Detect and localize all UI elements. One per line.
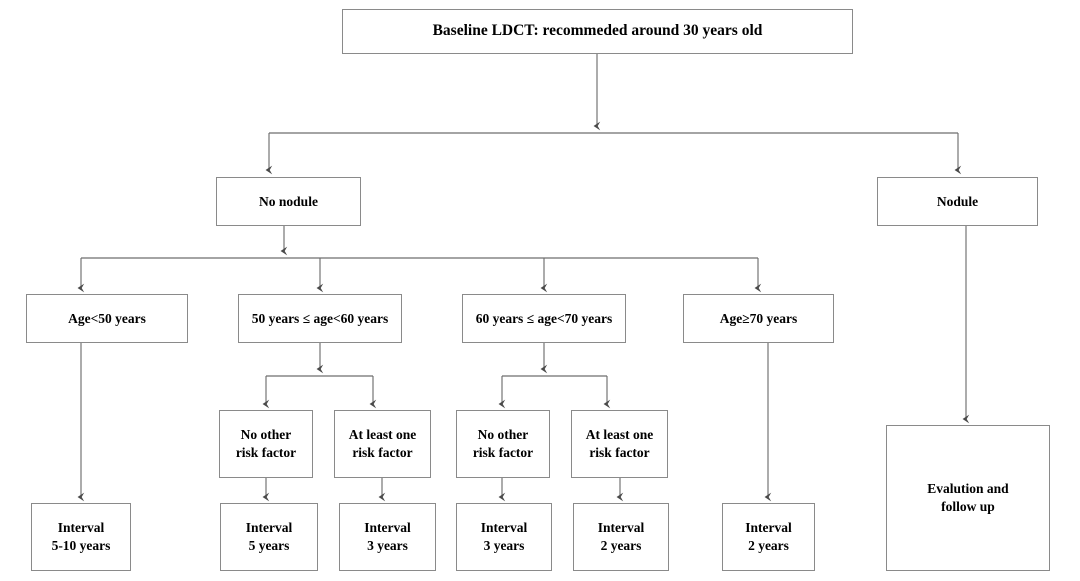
node-label: No other risk factor — [472, 427, 534, 460]
node-age-60-to-70[interactable]: 60 years ≤ age<70 years — [462, 294, 626, 343]
node-interval-2-years-a[interactable]: Interval 2 years — [573, 503, 669, 571]
node-label: No other risk factor — [235, 427, 297, 460]
node-label: Interval 2 years — [597, 520, 645, 553]
node-risk-factor-none-a[interactable]: No other risk factor — [219, 410, 313, 478]
node-label: 50 years ≤ age<60 years — [251, 310, 389, 326]
node-label: Evalution and follow up — [927, 481, 1009, 514]
node-age-under-50[interactable]: Age<50 years — [26, 294, 188, 343]
node-label: Age<50 years — [68, 310, 146, 326]
node-nodule[interactable]: Nodule — [877, 177, 1038, 226]
node-risk-factor-one-a[interactable]: At least one risk factor — [334, 410, 431, 478]
node-label: Interval 5-10 years — [51, 520, 111, 553]
node-interval-3-years-a[interactable]: Interval 3 years — [339, 503, 436, 571]
node-interval-5-years[interactable]: Interval 5 years — [220, 503, 318, 571]
node-label: No nodule — [259, 193, 318, 209]
node-label: Interval 5 years — [245, 520, 293, 553]
node-risk-factor-one-b[interactable]: At least one risk factor — [571, 410, 668, 478]
node-label: Interval 3 years — [480, 520, 528, 553]
node-age-70-plus[interactable]: Age≥70 years — [683, 294, 834, 343]
node-label: At least one risk factor — [585, 427, 654, 460]
node-label: At least one risk factor — [348, 427, 417, 460]
node-interval-3-years-b[interactable]: Interval 3 years — [456, 503, 552, 571]
node-no-nodule[interactable]: No nodule — [216, 177, 361, 226]
node-risk-factor-none-b[interactable]: No other risk factor — [456, 410, 550, 478]
node-interval-2-years-b[interactable]: Interval 2 years — [722, 503, 815, 571]
node-evaluation-and-follow-up[interactable]: Evalution and follow up — [886, 425, 1050, 571]
node-label: Interval 2 years — [745, 520, 792, 553]
node-interval-5-10-years[interactable]: Interval 5-10 years — [31, 503, 131, 571]
node-label: 60 years ≤ age<70 years — [475, 310, 613, 326]
node-label: Age≥70 years — [719, 310, 798, 326]
node-label: Nodule — [936, 193, 979, 209]
node-baseline-ldct[interactable]: Baseline LDCT: recommeded around 30 year… — [342, 9, 853, 54]
node-label: Interval 3 years — [364, 520, 411, 553]
node-age-50-to-60[interactable]: 50 years ≤ age<60 years — [238, 294, 402, 343]
node-label: Baseline LDCT: recommeded around 30 year… — [432, 22, 763, 40]
